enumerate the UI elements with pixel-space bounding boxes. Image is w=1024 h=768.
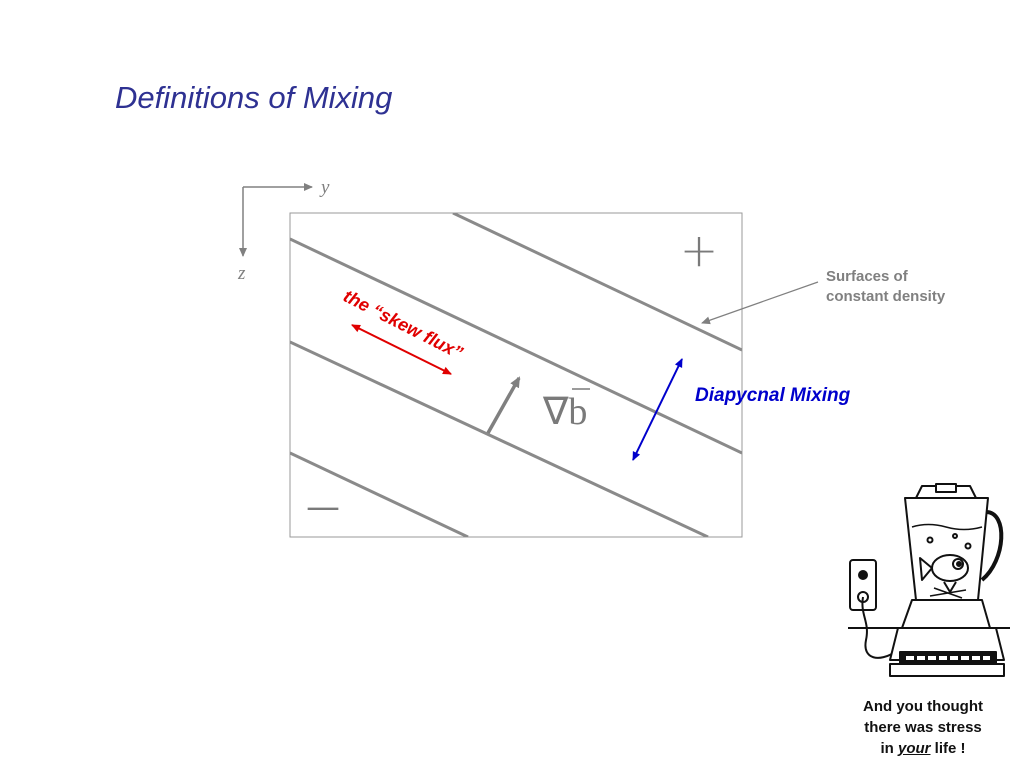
gradient-label: ∇b [542,391,587,433]
diapycnal-label: Diapycnal Mixing [695,385,851,406]
caption-line-2: there was stress [864,719,982,736]
caption-emphasis: your [897,740,931,757]
density-surface-4 [290,451,469,537]
density-surface-3 [290,340,709,537]
coordinate-axes: y z [237,177,330,284]
density-surface-1 [452,213,742,352]
diapycnal-arrow [632,358,683,461]
fish-icon [931,554,969,582]
surfaces-label-line1: Surfaces of [826,268,909,285]
y-axis-label: y [319,177,330,198]
domain-box [289,212,743,538]
minus-sign: — [306,487,340,527]
cartoon-caption: And you thought there was stress in your… [838,696,1008,759]
caption-line-3: in your life ! [838,738,1008,759]
density-surface-2 [290,237,742,455]
blender-cartoon [848,483,1010,677]
skew-flux-arrow [351,324,452,375]
caption-line-3-pre: in [880,740,894,757]
skew-flux-label: the “skew flux” [340,286,466,363]
surfaces-label-line2: constant density [826,288,946,305]
caption-line-3-post: life ! [934,740,966,757]
slide-title: Definitions of Mixing [115,80,393,115]
gradient-arrow [486,376,521,434]
plus-sign: + [680,223,719,277]
surfaces-pointer-arrow [701,281,819,325]
z-axis-label: z [237,263,246,284]
caption-line-1: And you thought [863,698,983,715]
